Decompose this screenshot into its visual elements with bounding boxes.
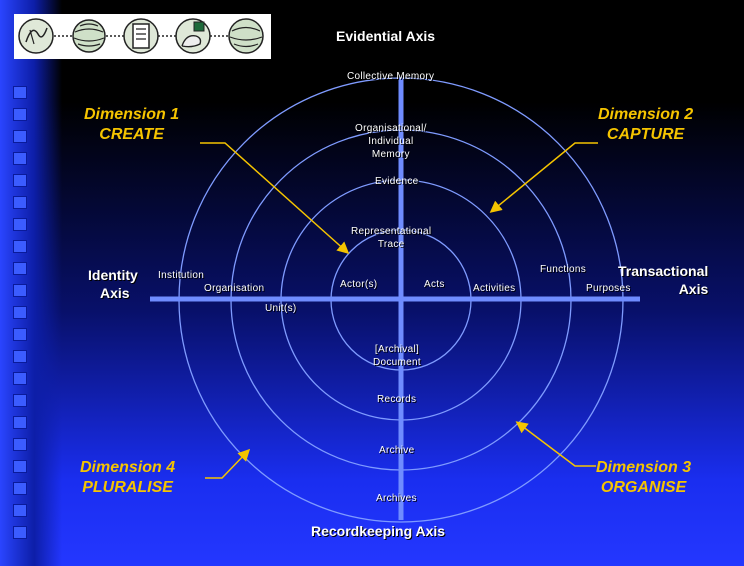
label-actors: Actor(s) <box>340 279 378 290</box>
label-trace-line2: Trace <box>377 239 405 250</box>
label-institution: Institution <box>158 270 205 281</box>
dimension-1-label: Dimension 1 CREATE <box>84 105 179 145</box>
label-org-memory-line1: Organisational/ <box>355 123 427 134</box>
label-organisation: Organisation <box>204 283 265 294</box>
label-org-memory-line3: Memory <box>371 149 410 160</box>
dimension-1-number: Dimension 1 <box>84 106 180 123</box>
strip-square <box>13 152 27 165</box>
strip-square <box>13 218 27 231</box>
dimension-2-number: Dimension 2 <box>598 106 694 123</box>
strip-square <box>13 240 27 253</box>
strip-square <box>13 482 27 495</box>
strip-square <box>13 284 27 297</box>
strip-square <box>13 438 27 451</box>
strip-square <box>13 526 27 539</box>
strip-square <box>13 394 27 407</box>
label-trace-line1: Representational <box>351 226 432 237</box>
strip-square <box>13 108 27 121</box>
dimension-3-name: ORGANISE <box>600 479 687 496</box>
strip-square <box>13 130 27 143</box>
strip-square <box>13 350 27 363</box>
label-archive: Archive <box>379 445 415 456</box>
label-units: Unit(s) <box>265 303 297 314</box>
label-records: Records <box>377 394 417 405</box>
label-acts: Acts <box>424 279 445 290</box>
dimension-2-label: Dimension 2 CAPTURE <box>598 105 693 145</box>
globe-icon <box>72 19 106 53</box>
strip-square <box>13 196 27 209</box>
label-functions: Functions <box>540 264 587 275</box>
strip-square <box>13 174 27 187</box>
strip-square <box>13 504 27 517</box>
label-purposes: Purposes <box>586 283 631 294</box>
strip-square <box>13 416 27 429</box>
label-org-memory: Organisational/ Individual Memory <box>355 122 427 161</box>
identity-axis-label: Identity Axis <box>88 266 138 302</box>
label-collective-memory: Collective Memory <box>347 71 435 82</box>
dimension-2-name: CAPTURE <box>606 126 685 143</box>
transactional-axis-label-line2: Axis <box>678 281 709 297</box>
label-archives: Archives <box>376 493 417 504</box>
evidential-axis-title: Evidential Axis <box>336 28 436 44</box>
sphere-icon <box>228 18 264 54</box>
dimension-1-arrow <box>200 142 350 254</box>
dimension-4-number: Dimension 4 <box>80 459 176 476</box>
strip-square <box>13 372 27 385</box>
document-icon <box>123 18 159 54</box>
strip-square <box>13 262 27 275</box>
transactional-axis-label: Transactional Axis <box>618 262 708 298</box>
dimension-3-arrow <box>515 421 596 467</box>
dimension-3-label: Dimension 3 ORGANISE <box>596 458 691 498</box>
logo-banner <box>14 14 271 59</box>
transactional-axis-label-line1: Transactional <box>618 263 709 279</box>
dimension-4-arrow <box>205 448 251 479</box>
label-archival-document: [Archival] Document <box>373 343 421 369</box>
label-document-line1: [Archival] <box>374 344 420 355</box>
label-org-memory-line2: Individual <box>368 136 414 147</box>
label-evidence: Evidence <box>375 176 419 187</box>
recordkeeping-axis-label: Recordkeeping Axis <box>311 523 446 539</box>
strip-square <box>13 460 27 473</box>
left-decorative-strip <box>0 0 62 566</box>
identity-axis-label-line1: Identity <box>88 267 138 283</box>
dimension-4-label: Dimension 4 PLURALISE <box>80 458 175 498</box>
label-representational-trace: Representational Trace <box>351 225 431 251</box>
hand-icon <box>175 18 211 54</box>
strip-square <box>13 86 27 99</box>
label-activities: Activities <box>473 283 516 294</box>
dimension-2-arrow <box>489 142 598 213</box>
strip-square <box>13 328 27 341</box>
dimension-1-name: CREATE <box>99 126 164 143</box>
scroll-icon <box>18 18 54 54</box>
strip-square <box>13 306 27 319</box>
dimension-3-number: Dimension 3 <box>596 459 692 476</box>
label-document-line2: Document <box>373 357 421 368</box>
identity-axis-label-line2: Axis <box>100 285 130 301</box>
dimension-4-name: PLURALISE <box>82 479 173 496</box>
